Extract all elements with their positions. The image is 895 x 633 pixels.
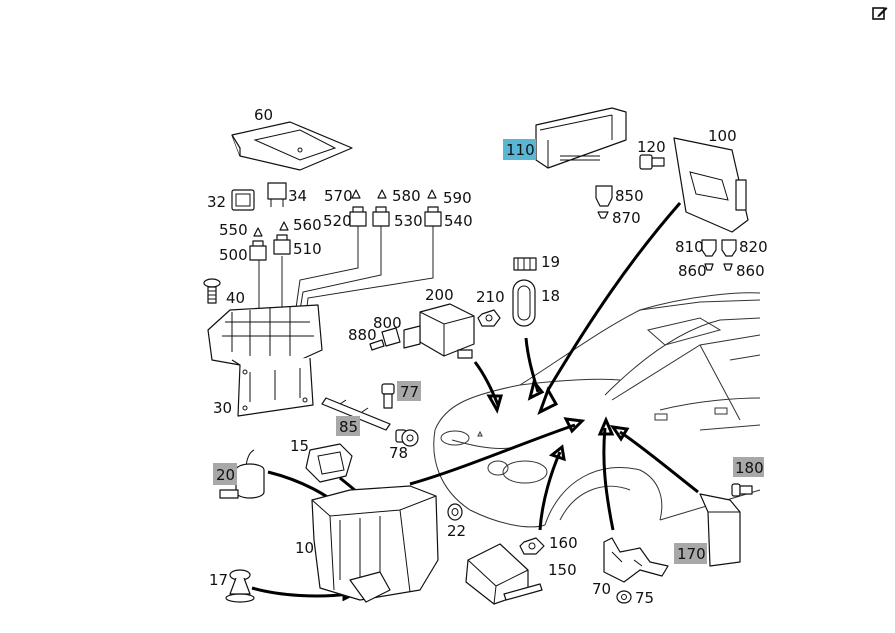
- callout-22[interactable]: 22: [447, 522, 466, 540]
- part-75-nut[interactable]: [616, 590, 632, 604]
- callout-110[interactable]: 110: [506, 141, 535, 159]
- part-18-grommet[interactable]: [512, 279, 536, 327]
- callout-540[interactable]: 540: [444, 212, 473, 230]
- callout-880[interactable]: 880: [348, 326, 377, 344]
- callout-34[interactable]: 34: [288, 187, 307, 205]
- callout-580[interactable]: 580: [392, 187, 421, 205]
- highlight-boxes: [213, 139, 764, 564]
- part-85-bracket[interactable]: [321, 397, 391, 431]
- callout-200[interactable]: 200: [425, 286, 454, 304]
- callout-210[interactable]: 210: [476, 288, 505, 306]
- part-850-connector[interactable]: [595, 185, 613, 219]
- callout-17[interactable]: 17: [209, 571, 228, 589]
- part-70-bracket[interactable]: [603, 537, 669, 583]
- highlight-110: [503, 139, 536, 160]
- callout-30[interactable]: 30: [213, 399, 232, 417]
- part-810-820-connectors[interactable]: [701, 239, 737, 271]
- callout-20[interactable]: 20: [216, 466, 235, 484]
- callout-820[interactable]: 820: [739, 238, 768, 256]
- callout-77[interactable]: 77: [400, 383, 419, 401]
- callout-15[interactable]: 15: [290, 437, 309, 455]
- callout-120[interactable]: 120: [637, 138, 666, 156]
- car-outline: [433, 292, 761, 528]
- part-22-washer[interactable]: [447, 503, 463, 521]
- edit-icon[interactable]: [871, 4, 889, 22]
- callout-70[interactable]: 70: [592, 580, 611, 598]
- part-180-bolt[interactable]: [731, 483, 753, 497]
- part-20-pump[interactable]: [219, 449, 265, 499]
- callout-10[interactable]: 10: [295, 539, 314, 557]
- callout-40[interactable]: 40: [226, 289, 245, 307]
- callout-520[interactable]: 520: [323, 212, 352, 230]
- highlight-85: [336, 416, 360, 436]
- callout-870[interactable]: 870: [612, 209, 641, 227]
- callout-500[interactable]: 500: [219, 246, 248, 264]
- callout-170[interactable]: 170: [677, 545, 706, 563]
- callout-810[interactable]: 810: [675, 238, 704, 256]
- callout-560[interactable]: 560: [293, 216, 322, 234]
- callout-32[interactable]: 32: [207, 193, 226, 211]
- callout-85[interactable]: 85: [339, 418, 358, 436]
- callout-19[interactable]: 19: [541, 253, 560, 271]
- callout-18[interactable]: 18: [541, 287, 560, 305]
- callout-100[interactable]: 100: [708, 127, 737, 145]
- part-210-nut[interactable]: [477, 309, 501, 327]
- callout-labels: 60 32 34 550 560 500 510 570 580 590 520…: [207, 106, 768, 607]
- part-77-bolt[interactable]: [381, 383, 395, 409]
- callout-530[interactable]: 530: [394, 212, 423, 230]
- part-fuses[interactable]: [249, 189, 442, 261]
- part-200-relay-module[interactable]: [403, 303, 475, 359]
- callout-800[interactable]: 800: [373, 314, 402, 332]
- callout-860-right[interactable]: 860: [736, 262, 765, 280]
- part-110-control-unit[interactable]: [535, 107, 627, 169]
- callout-570[interactable]: 570: [324, 187, 353, 205]
- highlight-77: [397, 381, 421, 401]
- part-30-fuse-box[interactable]: [207, 304, 323, 417]
- callout-160[interactable]: 160: [549, 534, 578, 552]
- callout-850[interactable]: 850: [615, 187, 644, 205]
- part-32-relay[interactable]: [231, 189, 255, 211]
- part-17-clip[interactable]: [225, 569, 255, 603]
- part-60-cover[interactable]: [231, 121, 353, 171]
- callout-860-left[interactable]: 860: [678, 262, 707, 280]
- part-15-holder[interactable]: [305, 443, 353, 483]
- callout-75[interactable]: 75: [635, 589, 654, 607]
- callout-180[interactable]: 180: [735, 459, 764, 477]
- part-160-nut[interactable]: [519, 537, 545, 555]
- callout-510[interactable]: 510: [293, 240, 322, 258]
- callout-550[interactable]: 550: [219, 221, 248, 239]
- callout-78[interactable]: 78: [389, 444, 408, 462]
- part-170-bracket[interactable]: [699, 493, 741, 567]
- part-100-control-unit[interactable]: [673, 137, 749, 233]
- highlight-20: [213, 463, 237, 485]
- part-150-cover[interactable]: [465, 543, 543, 605]
- callout-590[interactable]: 590: [443, 189, 472, 207]
- highlight-180: [733, 457, 764, 477]
- part-120-bolt[interactable]: [639, 154, 665, 170]
- part-34-relay[interactable]: [267, 182, 287, 207]
- callout-60[interactable]: 60: [254, 106, 273, 124]
- part-19-clip[interactable]: [513, 257, 537, 271]
- callout-150[interactable]: 150: [548, 561, 577, 579]
- part-800-sensor[interactable]: [369, 327, 401, 351]
- part-40-screw[interactable]: [203, 278, 221, 304]
- part-78-bolt[interactable]: [395, 429, 419, 447]
- part-10-housing[interactable]: [311, 485, 439, 603]
- highlight-170: [674, 543, 707, 564]
